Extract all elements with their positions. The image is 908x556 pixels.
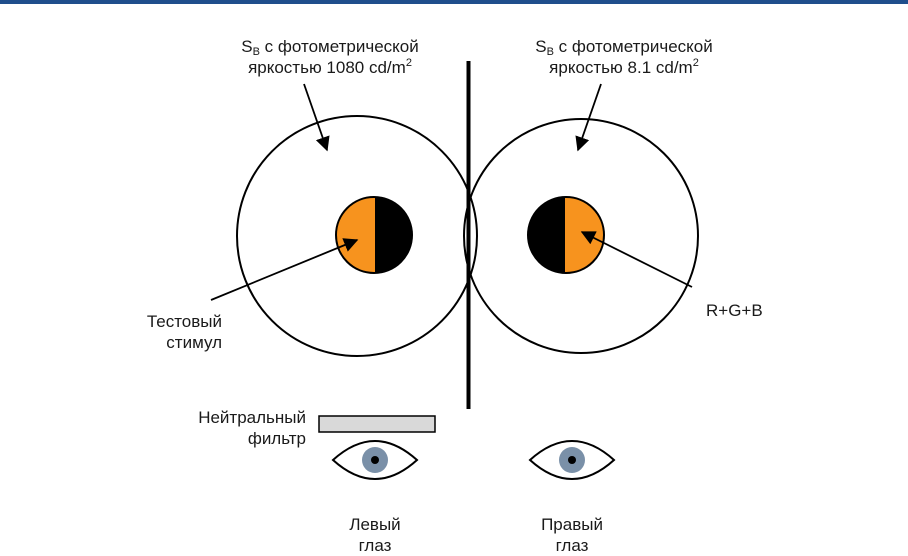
right-field-label: SB с фотометрической яркостью 8.1 cd/m2 [504, 36, 744, 78]
test-stimulus-line2: стимул [100, 332, 222, 353]
left-test-stimulus [336, 197, 412, 273]
left-field-label-line1: с фотометрической [260, 37, 419, 56]
test-stimulus-label: Тестовый стимул [100, 311, 222, 353]
right-field-label-sup: 2 [693, 57, 699, 69]
neutral-filter [319, 416, 435, 432]
mix-label: R+G+B [706, 300, 763, 321]
filter-label-line1: Нейтральный [150, 407, 306, 428]
right-eye-icon [530, 441, 614, 479]
left-field-arrow [304, 84, 327, 150]
test-stimulus-arrow [211, 240, 357, 300]
left-field-label-s: S [241, 37, 252, 56]
right-field-label-s: S [535, 37, 546, 56]
left-eye-label: Левый глаз [315, 514, 435, 556]
mix-label-text: R+G+B [706, 301, 763, 320]
right-eye-line2: глаз [512, 535, 632, 556]
left-field-label: SB с фотометрической яркостью 1080 cd/m2 [210, 36, 450, 78]
mix-stimulus-arrow [582, 232, 692, 287]
right-eye-line1: Правый [512, 514, 632, 535]
left-eye-line2: глаз [315, 535, 435, 556]
right-field-arrow [578, 84, 601, 150]
left-field-label-line2: яркостью 1080 cd/m [248, 58, 406, 77]
divider-wall [467, 61, 471, 409]
test-stimulus-line1: Тестовый [100, 311, 222, 332]
left-field-label-sup: 2 [406, 57, 412, 69]
filter-label: Нейтральный фильтр [150, 407, 306, 449]
right-eye-label: Правый глаз [512, 514, 632, 556]
top-rule [0, 0, 908, 4]
right-mix-stimulus [528, 197, 604, 273]
left-eye-icon [333, 441, 417, 479]
left-eye-line1: Левый [315, 514, 435, 535]
right-field-label-line1: с фотометрической [554, 37, 713, 56]
right-field-label-line2: яркостью 8.1 cd/m [549, 58, 693, 77]
filter-label-line2: фильтр [150, 428, 306, 449]
